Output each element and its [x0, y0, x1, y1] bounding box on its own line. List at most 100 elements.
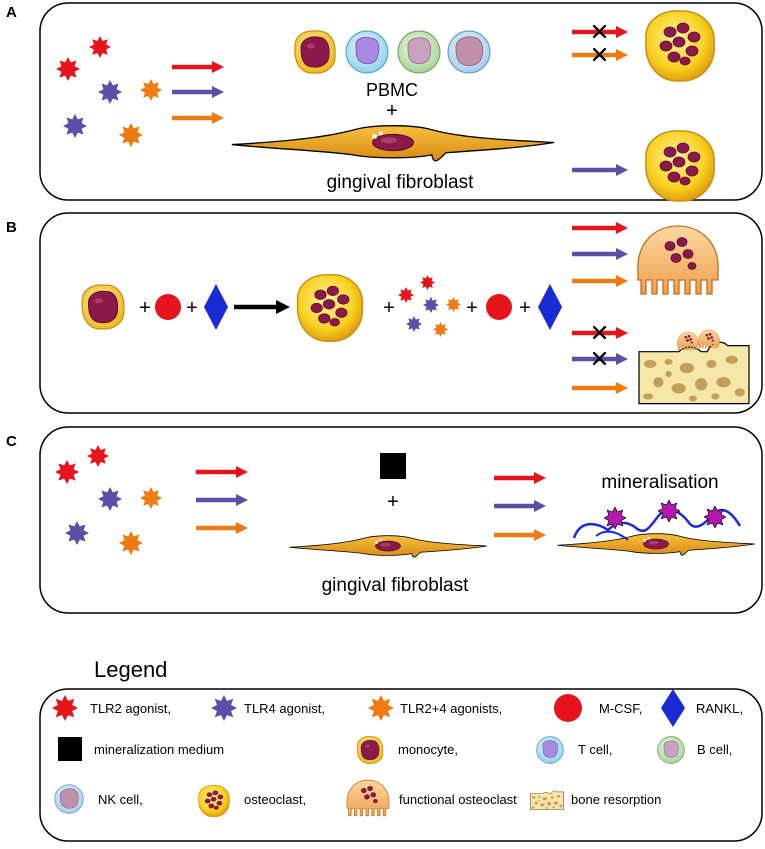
legend-item-label: M-CSF,	[599, 701, 642, 716]
orange-star-icon	[368, 695, 394, 721]
black-square-icon	[58, 737, 82, 761]
red-arrow-head-icon	[616, 222, 628, 234]
legend-item-label: B cell,	[697, 742, 732, 757]
gingival-fibroblast-icon	[556, 533, 756, 556]
osteoclast-icon	[645, 10, 715, 82]
tlr24-agonist-icon	[446, 297, 461, 312]
osteoclast-icon	[296, 273, 364, 343]
red-arrow-head-icon	[616, 327, 628, 339]
orange-arrow-head-icon	[236, 522, 248, 534]
pbmc-label: PBMC	[366, 80, 418, 100]
m-csf-icon	[155, 294, 181, 320]
panel-b-agonists	[398, 275, 461, 337]
pbmc-cells	[294, 30, 491, 74]
purple-star-icon	[211, 695, 237, 721]
tlr2-agonist-icon	[56, 57, 80, 81]
tlr4-agonist-icon	[406, 316, 422, 332]
nk-cell-icon	[54, 784, 84, 814]
b-cell-icon	[397, 30, 441, 74]
rankl-icon	[204, 284, 228, 330]
tlr2-agonist-icon	[87, 445, 109, 467]
legend-item-label: TLR2 agonist,	[90, 701, 171, 716]
gingival-fibroblast-label: gingival fibroblast	[322, 575, 470, 596]
legend-item-label: bone resorption	[571, 792, 661, 807]
mineral-deposit-icon	[658, 500, 680, 522]
tlr2-agonist-icon	[398, 287, 414, 303]
purple-arrow-head-icon	[236, 494, 248, 506]
tlr24-agonist-icon	[119, 123, 143, 147]
mineral-deposit-icon	[604, 507, 626, 529]
nk-cell-icon	[447, 30, 491, 74]
panel-b-letter: B	[6, 219, 17, 236]
legend-title: Legend	[94, 657, 167, 682]
gingival-fibroblast-label: gingival fibroblast	[327, 172, 475, 193]
legend-item-label: TLR2+4 agonists,	[400, 701, 502, 716]
plus-sign: +	[383, 297, 395, 319]
panel-b-frame	[39, 212, 763, 414]
m-csf-icon	[486, 294, 512, 320]
red-arrow-head-icon	[616, 26, 628, 38]
functional-osteoclast-icon	[677, 331, 699, 351]
mineralisation-label: mineralisation	[601, 472, 718, 493]
panel-a-input-arrows	[172, 61, 224, 124]
black-arrow-head-icon	[276, 300, 290, 314]
orange-arrow-head-icon	[616, 49, 628, 61]
tlr24-agonist-icon	[433, 322, 448, 337]
tlr4-agonist-icon	[423, 297, 439, 313]
osteoclast-icon	[645, 130, 715, 202]
monocyte-icon	[81, 284, 125, 330]
panel-a-frame	[39, 2, 763, 201]
panel-c-letter: C	[6, 433, 17, 450]
purple-arrow-head-icon	[616, 353, 628, 365]
orange-arrow-head-icon	[616, 382, 628, 394]
osteoclast-icon	[198, 784, 230, 818]
plus-sign: +	[386, 100, 398, 122]
legend-item-label: osteoclast,	[244, 792, 306, 807]
red-arrow-head-icon	[212, 61, 224, 73]
red-star-icon	[52, 695, 78, 721]
plus-sign: +	[519, 297, 531, 319]
mineral-deposits	[604, 500, 726, 529]
bone-resorption-icon	[638, 341, 750, 405]
blue-diamond-icon	[661, 689, 685, 727]
legend: Legend TLR2 agonist, TLR4 agonist, TLR2+…	[39, 657, 763, 842]
red-circle-icon	[554, 694, 582, 722]
red-arrow-head-icon	[236, 466, 248, 478]
bone-resorption-icon	[530, 790, 564, 810]
panel-c-output-arrows	[494, 472, 546, 541]
mineralization-medium-icon	[380, 453, 406, 479]
tlr4-agonist-icon	[98, 487, 122, 511]
legend-item-label: monocyte,	[398, 742, 458, 757]
plus-sign: +	[466, 297, 478, 319]
tlr4-agonist-icon	[63, 114, 87, 138]
orange-arrow-head-icon	[616, 275, 628, 287]
legend-item-label: mineralization medium	[94, 742, 224, 757]
purple-arrow-head-icon	[534, 500, 546, 512]
purple-arrow-head-icon	[616, 164, 628, 176]
monocyte-icon	[294, 30, 336, 74]
monocyte-icon	[356, 736, 384, 764]
panel-a-output-arrows	[572, 25, 628, 176]
b-cell-icon	[657, 736, 685, 764]
tlr24-agonist-icon	[119, 531, 143, 555]
functional-osteoclast-icon	[346, 779, 390, 817]
mineral-matrix-strand	[595, 530, 629, 541]
panel-c-frame	[39, 426, 763, 614]
panel-a-agonists	[56, 36, 162, 147]
gingival-fibroblast-icon	[231, 124, 555, 162]
panel-a-letter: A	[6, 4, 17, 21]
red-arrow-head-icon	[534, 472, 546, 484]
gingival-fibroblast-icon	[288, 535, 488, 558]
tlr4-agonist-icon	[98, 80, 122, 104]
legend-item-label: RANKL,	[696, 701, 743, 716]
rankl-icon	[538, 284, 562, 330]
tlr2-agonist-icon	[89, 36, 111, 58]
plus-sign: +	[186, 297, 198, 319]
tlr24-agonist-icon	[140, 487, 162, 509]
purple-arrow-head-icon	[616, 248, 628, 260]
panel-a: A PBMC + gingival fibroblast	[6, 2, 763, 202]
panel-c: C + gingival fibroblast	[6, 426, 763, 614]
legend-frame	[39, 688, 763, 842]
plus-sign: +	[139, 297, 151, 319]
